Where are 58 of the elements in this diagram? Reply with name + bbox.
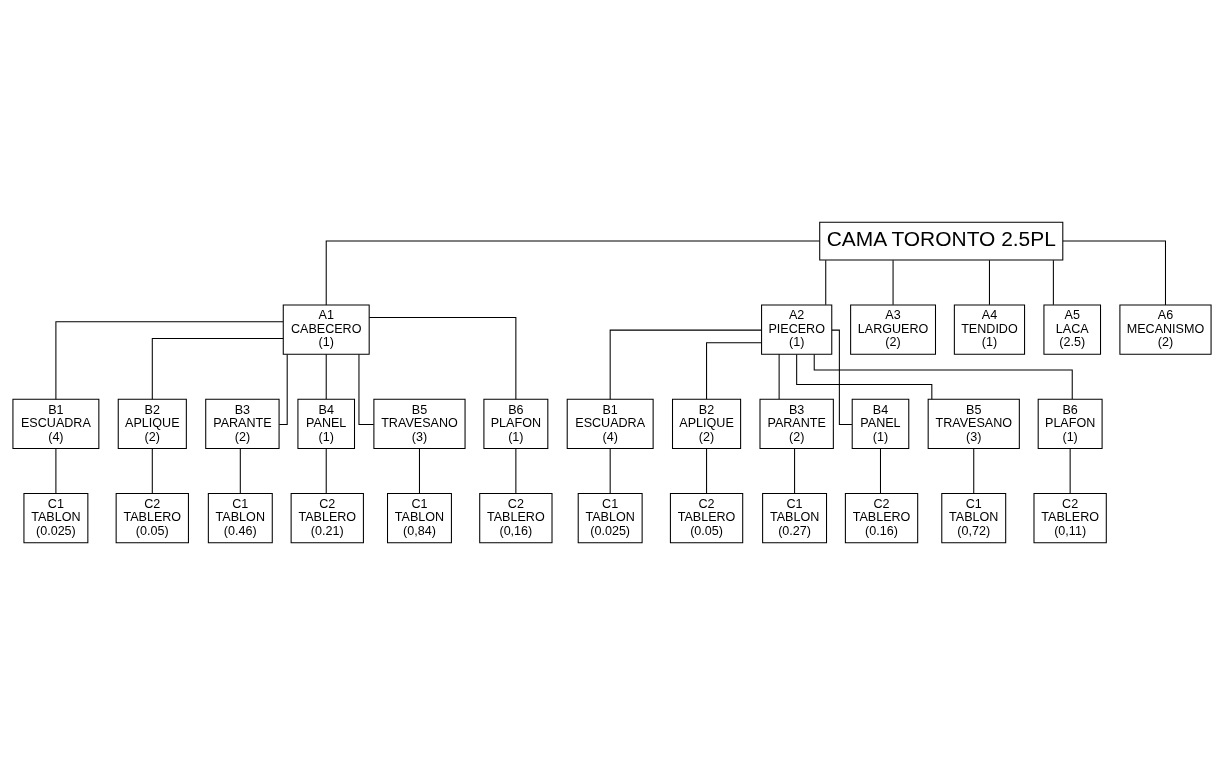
node-box: A5 LACA (2.5) <box>1043 304 1102 355</box>
node-box: CAMA TORONTO 2.5PL <box>819 221 1064 261</box>
node-box: C1 TABLON (0,72) <box>941 493 1007 544</box>
connector <box>609 329 762 400</box>
node-box: C2 TABLERO (0.05) <box>115 493 189 544</box>
connector <box>55 448 57 494</box>
connector <box>325 240 820 306</box>
connector <box>55 321 284 400</box>
connector <box>418 448 420 494</box>
connector <box>325 448 327 494</box>
node-box: C1 TABLON (0.025) <box>23 493 89 544</box>
node-box: B1 ESCUADRA (4) <box>12 398 100 450</box>
connector <box>151 337 284 400</box>
connector <box>879 448 881 494</box>
node-box: A3 LARGUERO (2) <box>850 304 937 355</box>
node-box: C2 TABLERO (0.05) <box>669 493 744 544</box>
node-box: B5 TRAVESANO (3) <box>373 398 466 450</box>
node-box: A2 PIECERO (1) <box>761 304 833 355</box>
node-box: A4 TENDIDO (1) <box>953 304 1026 355</box>
connector <box>825 259 827 306</box>
node-box: C1 TABLON (0.025) <box>577 493 643 544</box>
node-box: C2 TABLERO (0.16) <box>844 493 919 544</box>
node-box: B3 PARANTE (2) <box>205 398 280 450</box>
connector <box>794 448 796 494</box>
node-box: A1 CABECERO (1) <box>282 304 370 355</box>
connector <box>151 448 153 494</box>
node-box: B2 APLIQUE (2) <box>672 398 742 450</box>
node-box: C2 TABLERO (0.21) <box>290 493 364 544</box>
connector <box>706 342 762 400</box>
node-box: B4 PANEL (1) <box>851 398 910 450</box>
node-box: B5 TRAVESANO (3) <box>927 398 1020 450</box>
connector <box>813 353 1073 400</box>
node-box: C2 TABLERO (0,11) <box>1033 493 1107 544</box>
connector <box>778 353 780 400</box>
node-box: B3 PARANTE (2) <box>759 398 834 450</box>
node-box: C1 TABLON (0.46) <box>207 493 273 544</box>
connector <box>278 353 288 425</box>
connector <box>988 259 990 306</box>
node-box: B4 PANEL (1) <box>297 398 356 450</box>
connector <box>515 448 517 494</box>
connector <box>239 448 241 494</box>
connector <box>706 448 708 494</box>
connector <box>325 353 327 400</box>
connector <box>973 448 975 494</box>
connector <box>1069 448 1071 494</box>
connector <box>368 317 517 400</box>
node-box: B2 APLIQUE (2) <box>117 398 187 450</box>
connector <box>892 259 894 306</box>
node-box: A6 MECANISMO (2) <box>1119 304 1212 355</box>
node-box: B6 PLAFON (1) <box>483 398 549 450</box>
node-box: C2 TABLERO (0,16) <box>479 493 553 544</box>
connector <box>609 448 611 494</box>
node-box: C1 TABLON (0,84) <box>387 493 452 544</box>
node-box: B1 ESCUADRA (4) <box>566 398 654 450</box>
node-box: B6 PLAFON (1) <box>1037 398 1103 450</box>
connector <box>1052 259 1054 306</box>
connector <box>1062 240 1166 306</box>
node-box: C1 TABLON (0.27) <box>762 493 828 544</box>
